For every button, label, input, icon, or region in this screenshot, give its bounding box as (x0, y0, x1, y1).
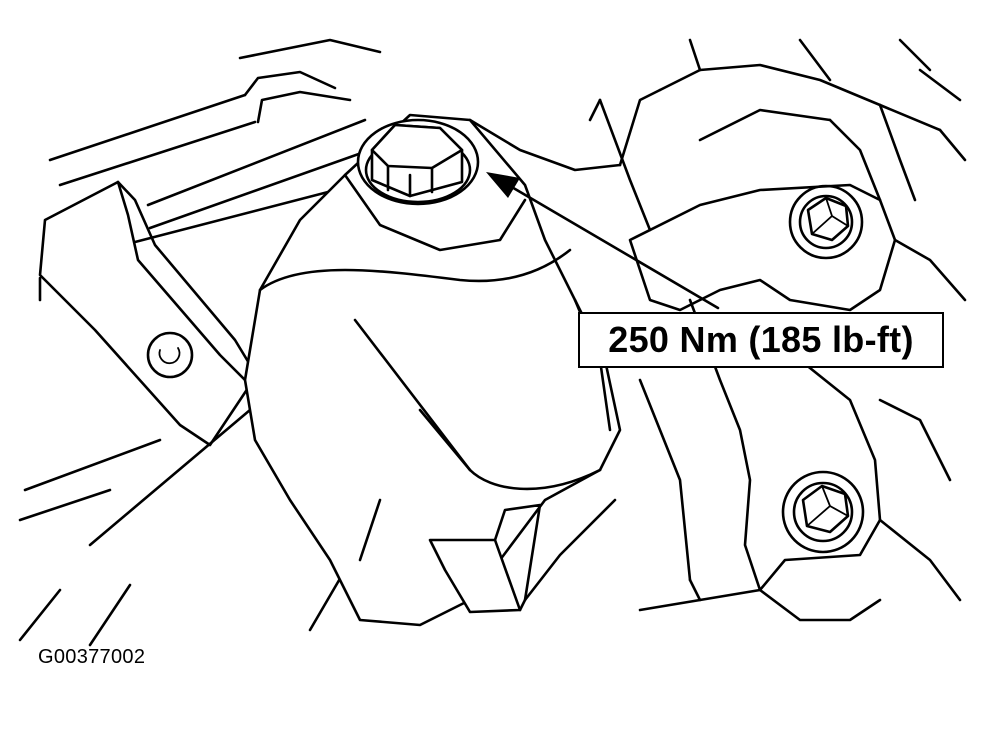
torque-callout-label: 250 Nm (185 lb-ft) (578, 312, 944, 368)
left-bracket (38, 180, 260, 447)
bolt-lower-right-icon (781, 470, 865, 554)
callout-leader-arrow (486, 172, 720, 310)
frame-rail-lines (48, 38, 382, 244)
mount-bolt-icon (356, 118, 480, 206)
bolt-upper-right-icon (788, 184, 864, 260)
lower-tab (428, 498, 617, 614)
lower-left-lines (18, 408, 347, 647)
figure-id-label: G00377002 (38, 646, 146, 668)
